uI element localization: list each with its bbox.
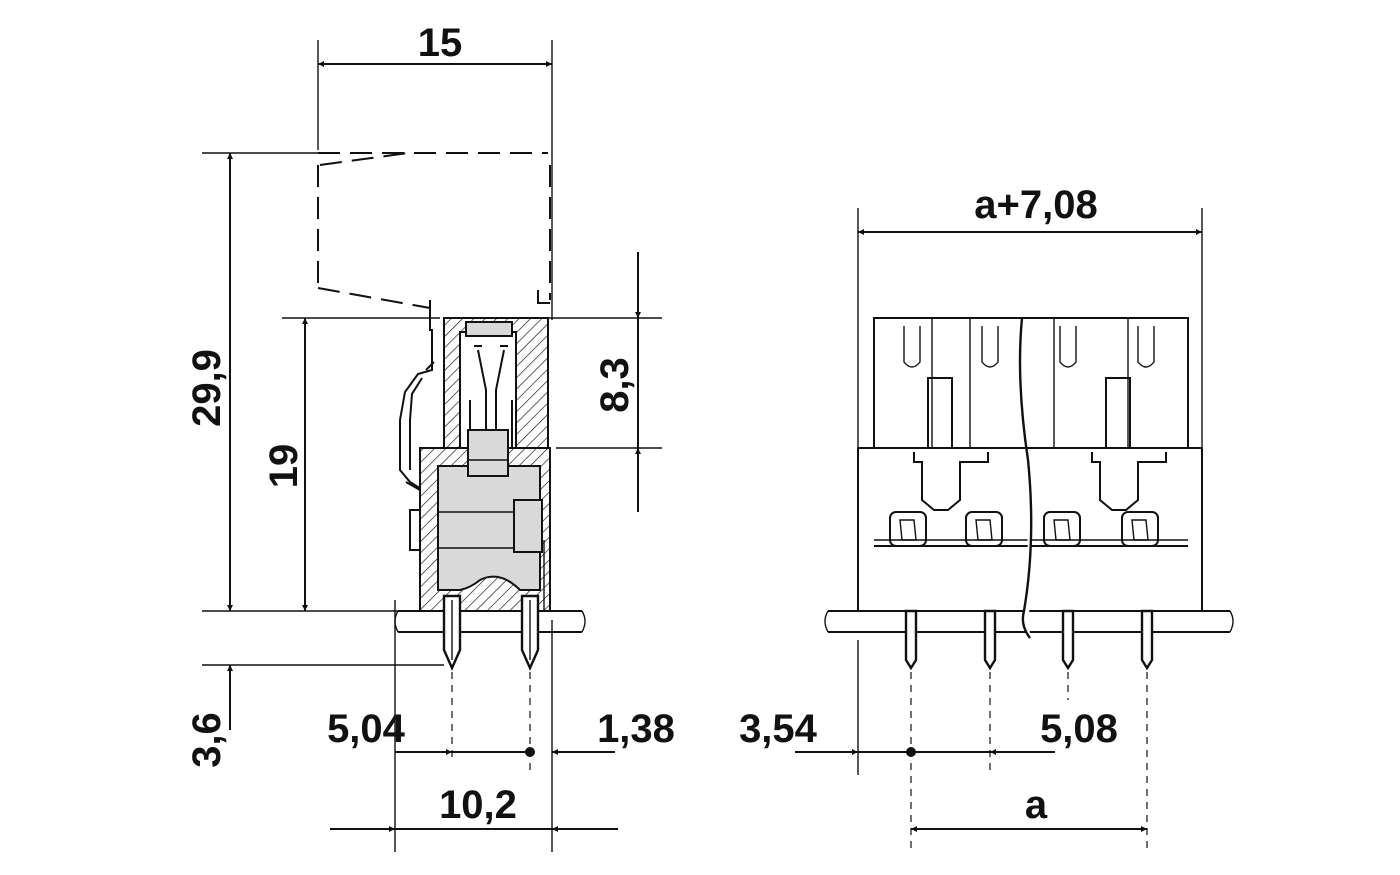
base-housing xyxy=(405,429,551,612)
front-dimension-lines xyxy=(795,229,1202,832)
dim-label-29-9: 29,9 xyxy=(185,349,229,427)
dim-label-19: 19 xyxy=(262,444,306,489)
dim-label-10-2: 10,2 xyxy=(439,783,517,827)
pcb-board-side xyxy=(394,610,586,633)
side-dimension-lines xyxy=(227,61,641,832)
dim-label-15: 15 xyxy=(418,21,463,65)
screw-head-4 xyxy=(1121,511,1159,547)
plug-outline-dashed xyxy=(317,152,551,309)
dim-label-1-38: 1,38 xyxy=(597,707,675,751)
dim-label-3-6: 3,6 xyxy=(185,712,229,768)
header-housing xyxy=(443,317,549,449)
screw-head-2 xyxy=(965,511,1003,547)
pins-front xyxy=(904,609,1154,671)
dim-label-5-08: 5,08 xyxy=(1040,707,1118,751)
side-view: 15 29,9 19 8,3 3,6 5,04 1,38 10,2 xyxy=(185,21,675,852)
screw-heads xyxy=(889,511,1159,547)
dim-label-a: a xyxy=(1025,783,1048,827)
dim-label-8-3: 8,3 xyxy=(593,357,637,413)
plug-upper-front xyxy=(873,317,1189,449)
dim-label-3-54: 3,54 xyxy=(739,707,818,751)
break-line xyxy=(1018,317,1033,639)
dim-label-5-04: 5,04 xyxy=(327,707,406,751)
screw-head-1 xyxy=(889,511,927,547)
latch-lever xyxy=(399,300,435,493)
pins-side xyxy=(442,594,540,671)
screw-head-3 xyxy=(1043,511,1081,547)
side-extension-lines xyxy=(202,40,662,852)
front-view: a+7,08 3,54 5,08 a xyxy=(739,183,1234,852)
dim-label-a-plus-7-08: a+7,08 xyxy=(974,183,1097,227)
